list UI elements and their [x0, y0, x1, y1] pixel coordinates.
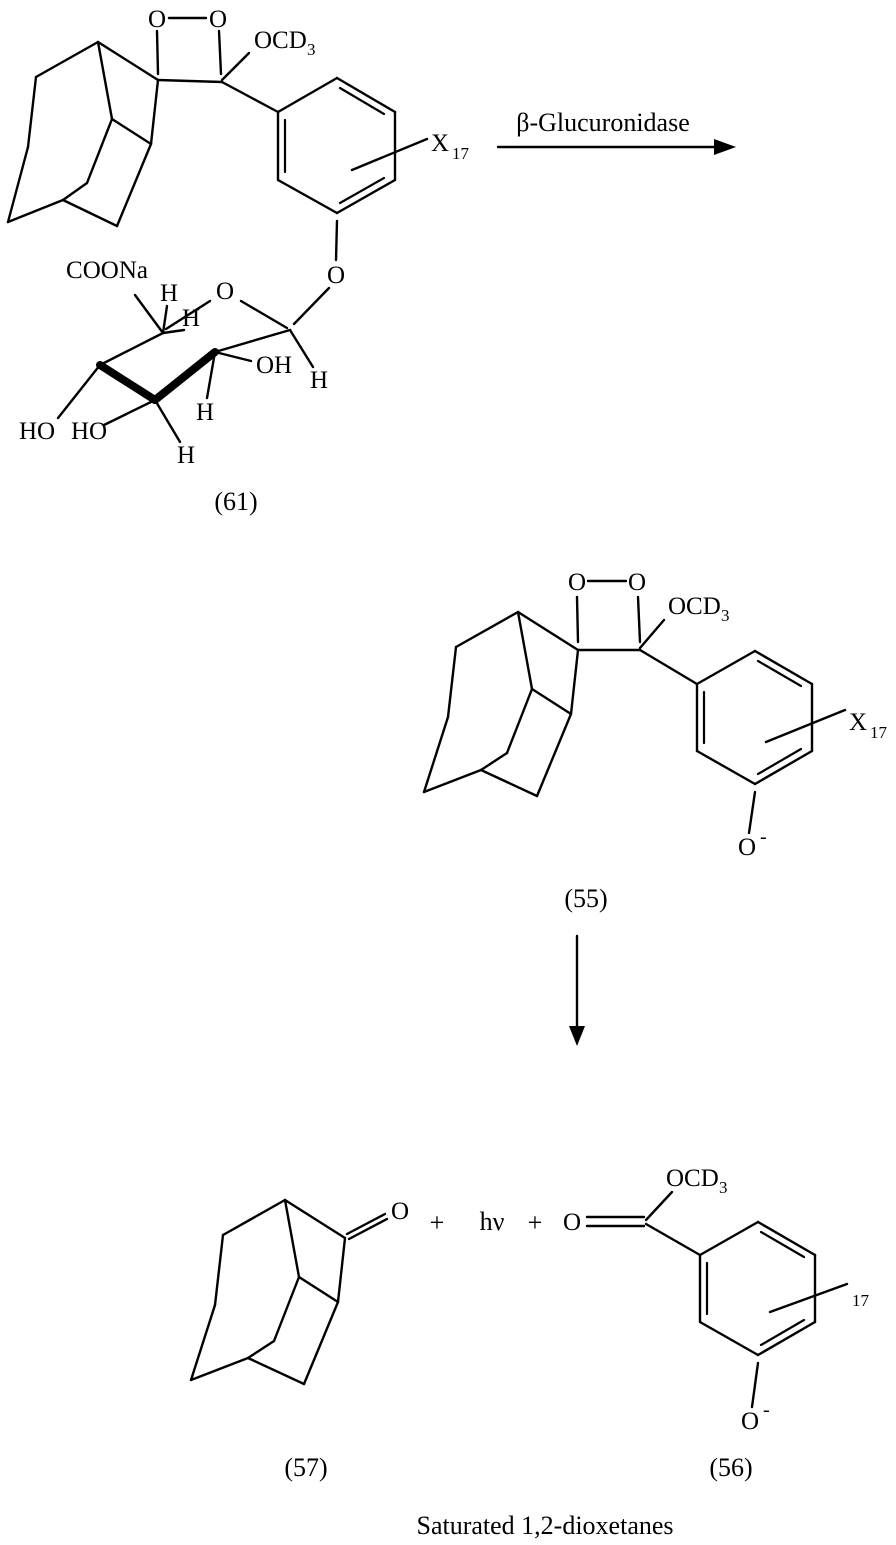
x17-label: X [849, 709, 867, 736]
peroxide-oxygen-left-label: O [568, 569, 586, 596]
compound-55-number: (55) [564, 884, 607, 913]
compound-61-number: (61) [214, 487, 257, 516]
compound-56: O OCD 3 17 O - (56) [563, 1165, 870, 1482]
phenolate-oxygen-label: O [741, 1408, 759, 1435]
carbonyl-oxygen-label: O [563, 1209, 581, 1236]
adamantane-cage [422, 610, 580, 798]
phenolate-oxygen: O - [741, 1361, 770, 1435]
h-anomeric-label: H [310, 367, 328, 394]
phenolate-charge-label: - [760, 826, 767, 848]
benzene-ring [220, 76, 397, 215]
x17-subscript: 17 [452, 144, 470, 163]
dioxetane-ring: O O [148, 6, 227, 84]
dioxetane-ring: O O [568, 569, 646, 652]
ocd3-label: OCD [666, 1165, 719, 1192]
peroxide-oxygen-right-label: O [628, 569, 646, 596]
ocd3-label: OCD [254, 27, 307, 54]
h-c5-top-label: H [160, 280, 178, 307]
ocd3-subscript: 3 [721, 606, 730, 625]
benzene-ring [644, 1220, 817, 1357]
x17-substituent: 17 [768, 1282, 870, 1314]
peroxide-oxygen-right-label: O [209, 6, 227, 33]
light-hv-label: hν [480, 1207, 505, 1236]
ketone-double-bond: O [345, 1198, 409, 1241]
hydroxyl-right-label: OH [256, 352, 292, 379]
x17-subscript: 17 [870, 723, 888, 742]
carboxylate-coona-label: COONa [66, 257, 148, 284]
ocd3-label: OCD [668, 593, 721, 620]
ocd3-subscript: 3 [719, 1178, 728, 1197]
phenolate-charge-label: - [763, 1399, 770, 1421]
aryl-ether-oxygen-label: O [327, 262, 345, 289]
adamantane-cage [189, 1198, 347, 1386]
adamantane-cage [6, 40, 160, 228]
ketone-oxygen-label: O [391, 1198, 409, 1225]
compound-56-number: (56) [709, 1453, 752, 1482]
x17-subscript: 17 [852, 1291, 870, 1310]
enzyme-reaction-arrow: β-Glucuronidase [496, 108, 736, 155]
product-operators: + hν + [430, 1207, 543, 1237]
aryl-ether-oxygen: O [292, 219, 345, 326]
hydroxyl-inner-left-label: HO [71, 418, 107, 445]
glucuronide-sugar: O COONa H H H H H OH HO HO [19, 257, 328, 469]
peroxide-oxygen-left-label: O [148, 6, 166, 33]
ocd3-subscript: 3 [307, 40, 316, 59]
arrowhead-icon [714, 139, 736, 155]
phenolate-oxygen: O - [738, 790, 767, 861]
x17-label: X [431, 130, 449, 157]
decomposition-arrow [569, 934, 585, 1046]
ester-carbonyl: O OCD 3 [563, 1165, 728, 1236]
h-c3-label: H [177, 442, 195, 469]
plus-sign-1: + [430, 1208, 445, 1237]
sugar-ring-oxygen-label: O [216, 278, 234, 305]
compound-57: O (57) [189, 1198, 409, 1482]
compound-55: O O OCD 3 X 17 O - [422, 569, 888, 913]
x17-substituent: X 17 [764, 708, 888, 744]
benzene-ring [638, 648, 814, 786]
compound-57-number: (57) [284, 1453, 327, 1482]
compound-61: O O OCD 3 X 17 O [6, 6, 470, 516]
h-c2-label: H [196, 399, 214, 426]
scheme-caption: Saturated 1,2-dioxetanes [416, 1511, 673, 1540]
hydroxyl-outer-left-label: HO [19, 418, 55, 445]
plus-sign-2: + [528, 1208, 543, 1237]
h-c5-side-label: H [182, 305, 200, 332]
arrowhead-icon [569, 1026, 585, 1046]
methoxy-ocd3-group: OCD 3 [638, 593, 730, 650]
x17-substituent: X 17 [350, 130, 470, 172]
enzyme-arrow-label: β-Glucuronidase [516, 108, 690, 137]
phenolate-oxygen-label: O [738, 834, 756, 861]
methoxy-ocd3-group: OCD 3 [220, 27, 316, 82]
